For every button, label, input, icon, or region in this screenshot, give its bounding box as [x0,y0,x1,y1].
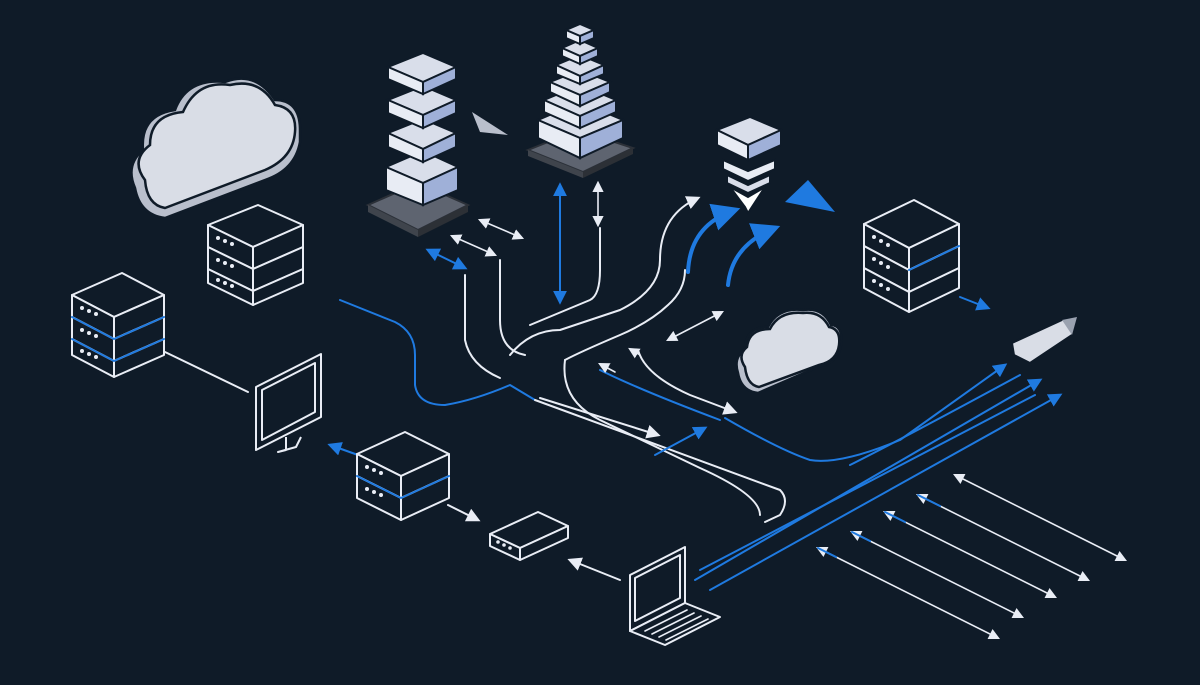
pyramid-blocks-icon [525,22,636,178]
connection-lines [164,196,1063,591]
bidirectional-arrows [425,180,724,374]
server-rack-icon [71,272,165,378]
access-point-icon [1010,315,1079,365]
direction-triangle-icon [472,112,508,135]
cloud-icon [735,308,843,395]
server-rack-icon [863,199,960,313]
arrow-field [815,473,1128,640]
server-rack-icon [356,431,450,521]
stacked-blocks-icon [365,51,471,237]
router-icon [489,511,569,561]
direction-triangle-icon [785,180,835,212]
cloud-icon [130,77,302,220]
laptop-icon [629,546,721,646]
funnel-blocks-icon [714,115,784,215]
server-rack-icon [207,204,304,306]
monitor-icon [255,353,322,453]
